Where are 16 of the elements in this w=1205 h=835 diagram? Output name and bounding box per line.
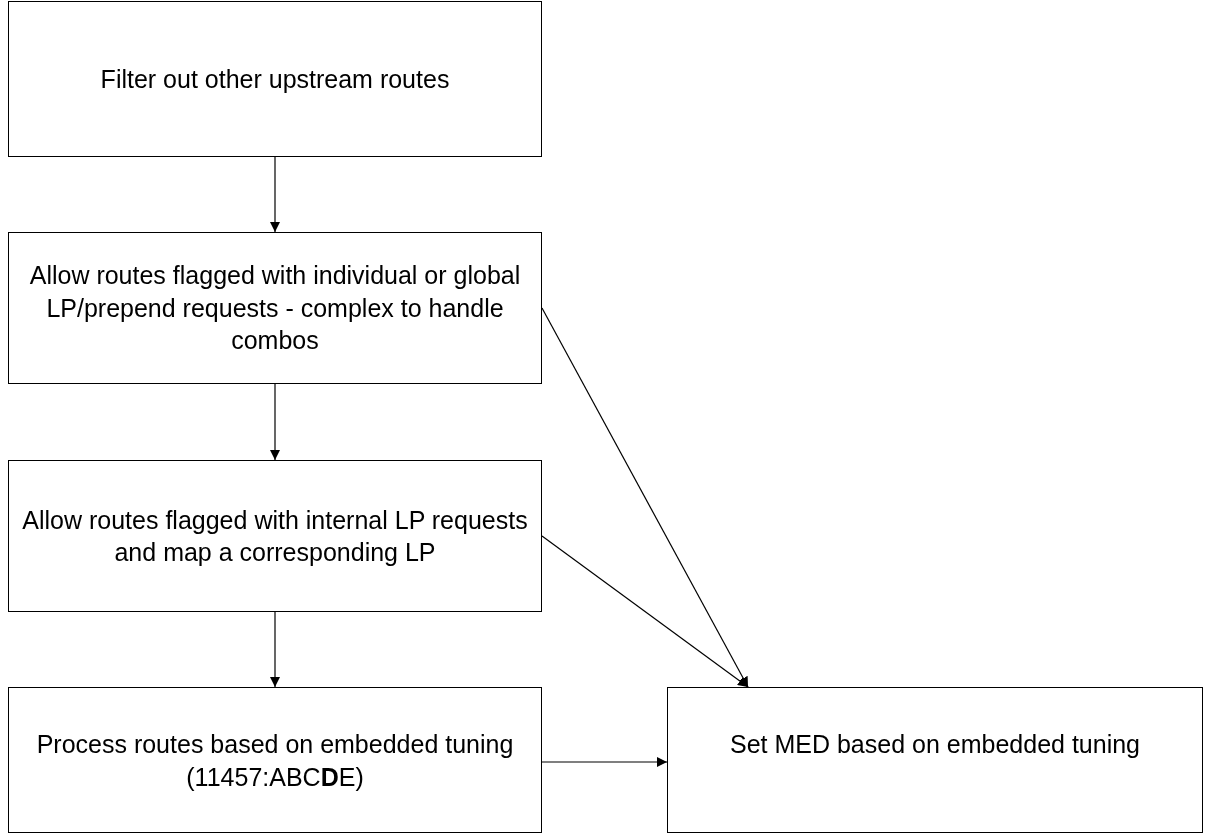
arrow <box>541 757 668 767</box>
arrow <box>541 535 749 688</box>
arrow <box>270 611 280 688</box>
process-box <box>8 687 542 833</box>
box-label: Allow routes flagged with internal LP requests and map a corresponding LP <box>21 504 529 568</box>
arrow <box>541 307 749 688</box>
process-box <box>667 687 1203 833</box>
process-box <box>8 1 542 157</box>
box-label: Allow routes flagged with individual or global LP/prepend requests - complex to handle combos <box>28 260 522 357</box>
box-label: Process routes based on embedded tuning (11457:ABCDE) <box>35 729 515 793</box>
process-box <box>8 460 542 612</box>
box-label: Set MED based on embedded tuning <box>730 729 1140 760</box>
process-box <box>8 232 542 384</box>
arrow <box>270 383 280 461</box>
arrow <box>270 156 280 233</box>
box-label: Filter out other upstream routes <box>100 63 450 95</box>
